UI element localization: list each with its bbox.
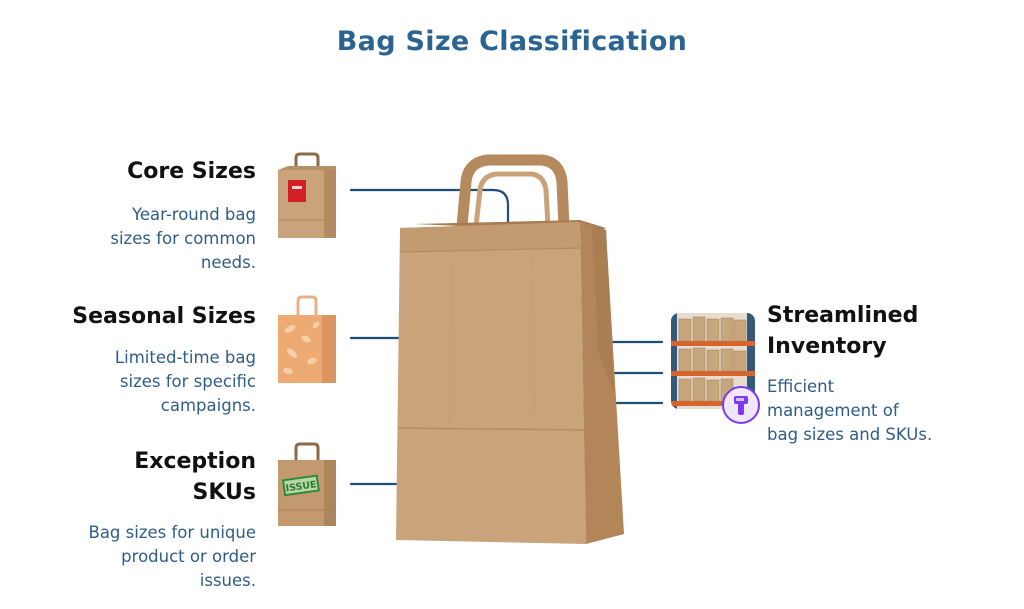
core-bag-icon [278, 152, 336, 238]
core-sizes-description: Year-round bag sizes for common needs. [110, 205, 256, 272]
svg-text:ISSUE: ISSUE [285, 479, 317, 494]
issue-stamp: ISSUE [281, 474, 320, 497]
warehouse-shelf-image [671, 313, 755, 409]
exception-skus-description: Bag sizes for unique product or order is… [88, 523, 257, 590]
exception-bag-icon: ISSUE [278, 442, 336, 526]
core-sizes-heading: Core Sizes [127, 159, 256, 184]
kraft-bag-image [396, 154, 624, 544]
seasonal-bag-icon [278, 295, 336, 383]
streamlined-inventory-heading: Streamlined Inventory [767, 303, 919, 359]
exception-skus-heading: Exception SKUs [134, 449, 256, 505]
streamlined-inventory-description: Efficient management of bag sizes and SK… [767, 377, 933, 444]
barcode-scanner-icon [722, 386, 760, 424]
seasonal-sizes-description: Limited-time bag sizes for specific camp… [114, 348, 256, 415]
page-title: Bag Size Classification [336, 26, 688, 57]
seasonal-sizes-heading: Seasonal Sizes [72, 304, 256, 329]
